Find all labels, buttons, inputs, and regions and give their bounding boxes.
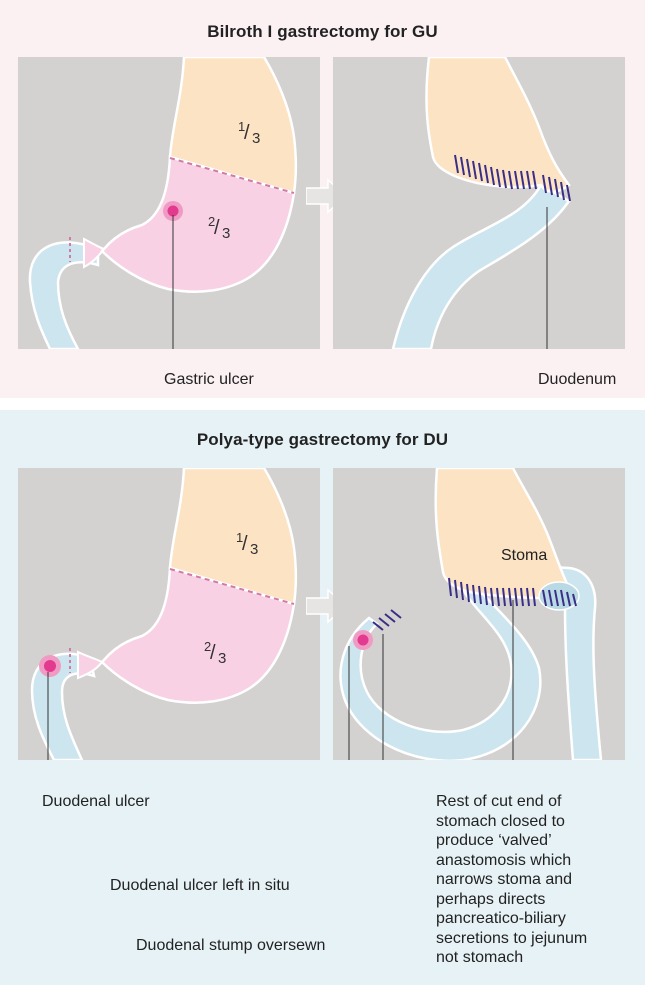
polya-section: Polya-type gastrectomy for DU 1 / 3 2 / … — [0, 410, 645, 985]
note-line: secretions to jejunum — [436, 929, 587, 949]
bilroth-section: Bilroth I gastrectomy for GU 1 / 3 2 / 3 — [0, 0, 645, 398]
polya-before-panel: 1 / 3 2 / 3 — [18, 468, 320, 760]
svg-text:3: 3 — [218, 650, 226, 667]
note-line: perhaps directs — [436, 890, 587, 910]
duodenal-stump-label: Duodenal stump oversewn — [136, 936, 325, 955]
polya-title: Polya-type gastrectomy for DU — [0, 430, 645, 450]
note-line: narrows stoma and — [436, 870, 587, 890]
note-line: stomach closed to — [436, 812, 587, 832]
svg-text:/: / — [214, 217, 220, 239]
duodenum-label: Duodenum — [538, 370, 616, 389]
gastric-ulcer-label: Gastric ulcer — [164, 370, 254, 389]
svg-text:3: 3 — [222, 225, 230, 242]
note-line: pancreatico-biliary — [436, 909, 587, 929]
svg-text:3: 3 — [252, 130, 260, 147]
bilroth-title: Bilroth I gastrectomy for GU — [0, 22, 645, 42]
duodenal-ulcer-label: Duodenal ulcer — [42, 792, 150, 811]
bilroth-before-panel: 1 / 3 2 / 3 — [18, 57, 320, 349]
svg-text:/: / — [244, 122, 250, 144]
svg-text:3: 3 — [250, 541, 258, 558]
note-line: not stomach — [436, 948, 587, 968]
polya-after-panel: Stoma — [333, 468, 625, 760]
duodenal-ulcer-in-situ-label: Duodenal ulcer left in situ — [110, 876, 290, 895]
note-line: anastomosis which — [436, 851, 587, 871]
anastomosis-note: Rest of cut end of stomach closed to pro… — [436, 792, 587, 968]
stoma-label: Stoma — [501, 547, 547, 564]
bilroth-after-panel — [333, 57, 625, 349]
svg-text:/: / — [210, 642, 216, 664]
svg-text:/: / — [242, 533, 248, 555]
note-line: produce ‘valved’ — [436, 831, 587, 851]
note-line: Rest of cut end of — [436, 792, 587, 812]
